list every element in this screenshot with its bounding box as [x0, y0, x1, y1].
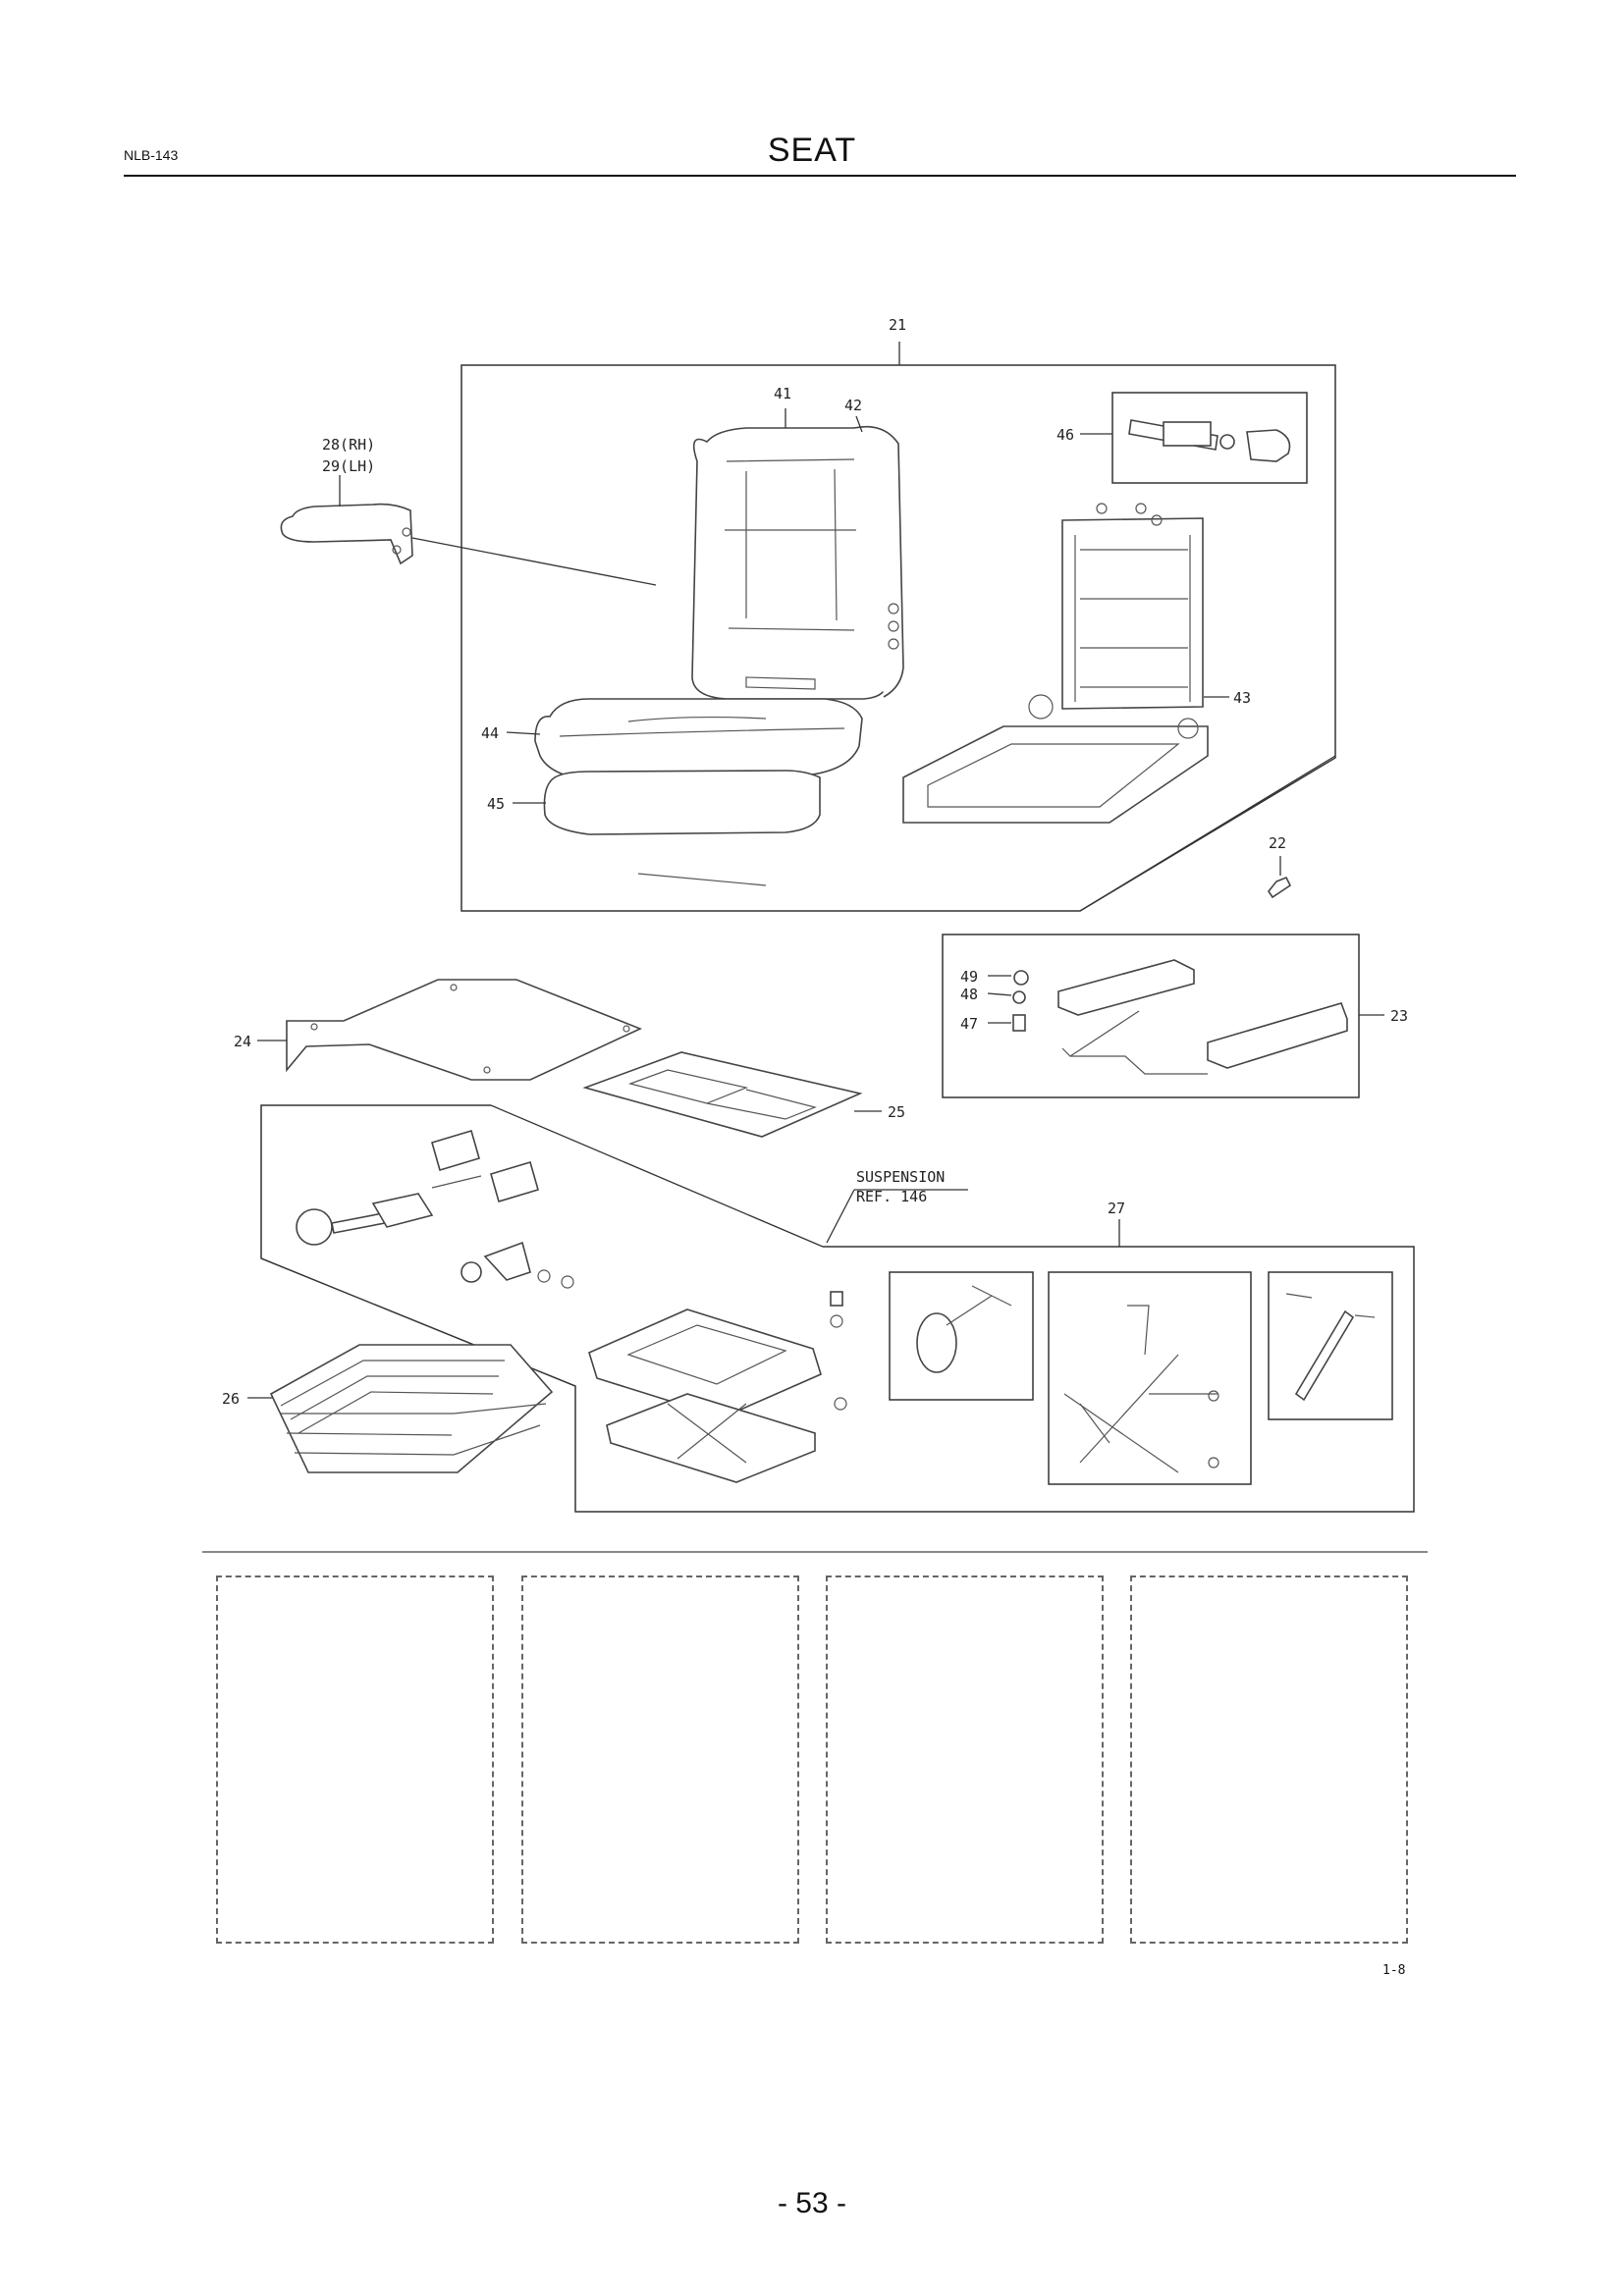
detail-shock-absorber	[1285, 1293, 1376, 1402]
suspension-mechanism	[588, 1291, 847, 1483]
suspension-group-border	[260, 1104, 1415, 1513]
label-23: 23	[1390, 1007, 1408, 1025]
seat-frame	[902, 503, 1209, 824]
armrest	[280, 503, 413, 565]
label-41: 41	[774, 385, 791, 402]
blank-slot-4	[1130, 1575, 1408, 1944]
figure-ref: 1-8	[1382, 1963, 1406, 1978]
label-45: 45	[487, 795, 505, 813]
seat-exploded-diagram: 21 41 42 44 45 43	[222, 316, 1415, 1513]
blank-slot-2	[521, 1575, 799, 1944]
suspension-ref-label: REF. 146	[856, 1188, 927, 1205]
label-21: 21	[889, 316, 906, 334]
label-47: 47	[960, 1015, 978, 1033]
detail-box-1	[889, 1271, 1034, 1401]
suspension-label: SUSPENSION	[856, 1168, 945, 1186]
label-22: 22	[1269, 834, 1286, 852]
label-27: 27	[1108, 1200, 1125, 1217]
label-49: 49	[960, 968, 978, 986]
detail-box-3	[1268, 1271, 1393, 1420]
adjuster-knob	[1128, 419, 1291, 462]
label-43: 43	[1233, 689, 1251, 707]
label-28: 28(RH)	[322, 436, 375, 454]
seat-back	[691, 425, 904, 700]
detail-scissor-arms	[1063, 1305, 1219, 1473]
label-46: 46	[1056, 426, 1074, 444]
label-24: 24	[234, 1033, 251, 1050]
slide-rail	[1057, 959, 1348, 1075]
label-26: 26	[222, 1390, 240, 1408]
seat-assembly-box	[460, 364, 1336, 912]
bellows-cover	[269, 1344, 554, 1473]
header-rule	[124, 175, 1516, 177]
leader-44	[506, 731, 541, 735]
label-29: 29(LH)	[322, 457, 375, 475]
pin	[1268, 876, 1292, 899]
section-divider	[202, 1551, 1428, 1553]
blank-slot-3	[826, 1575, 1104, 1944]
slide-rail-box	[942, 934, 1360, 1098]
page-title: SEAT	[767, 132, 857, 169]
adjuster-knob-box	[1111, 392, 1308, 484]
page-number: - 53 -	[777, 2187, 847, 2219]
label-25: 25	[888, 1103, 905, 1121]
detail-damper-bracket	[916, 1285, 1012, 1373]
nut-washer-bolt	[1012, 970, 1029, 1032]
seat-cushion	[534, 698, 863, 781]
detail-box-2	[1048, 1271, 1252, 1485]
label-42: 42	[844, 397, 862, 414]
leader-48	[987, 992, 1012, 996]
mounting-bracket	[286, 979, 643, 1081]
label-44: 44	[481, 724, 499, 742]
seat-cushion-pad	[543, 770, 821, 886]
suspension-pointer	[490, 1104, 824, 1248]
label-48: 48	[960, 986, 978, 1003]
spring-knob-assembly	[296, 1130, 574, 1289]
blank-slot-1	[216, 1575, 494, 1944]
box-pointer-22	[1079, 755, 1336, 912]
suspension-ref-leader	[826, 1189, 968, 1244]
catalog-code: NLB-143	[124, 147, 179, 163]
leader-42	[855, 415, 863, 433]
armrest-pointer	[411, 537, 657, 586]
adapter-plate	[582, 1051, 863, 1138]
